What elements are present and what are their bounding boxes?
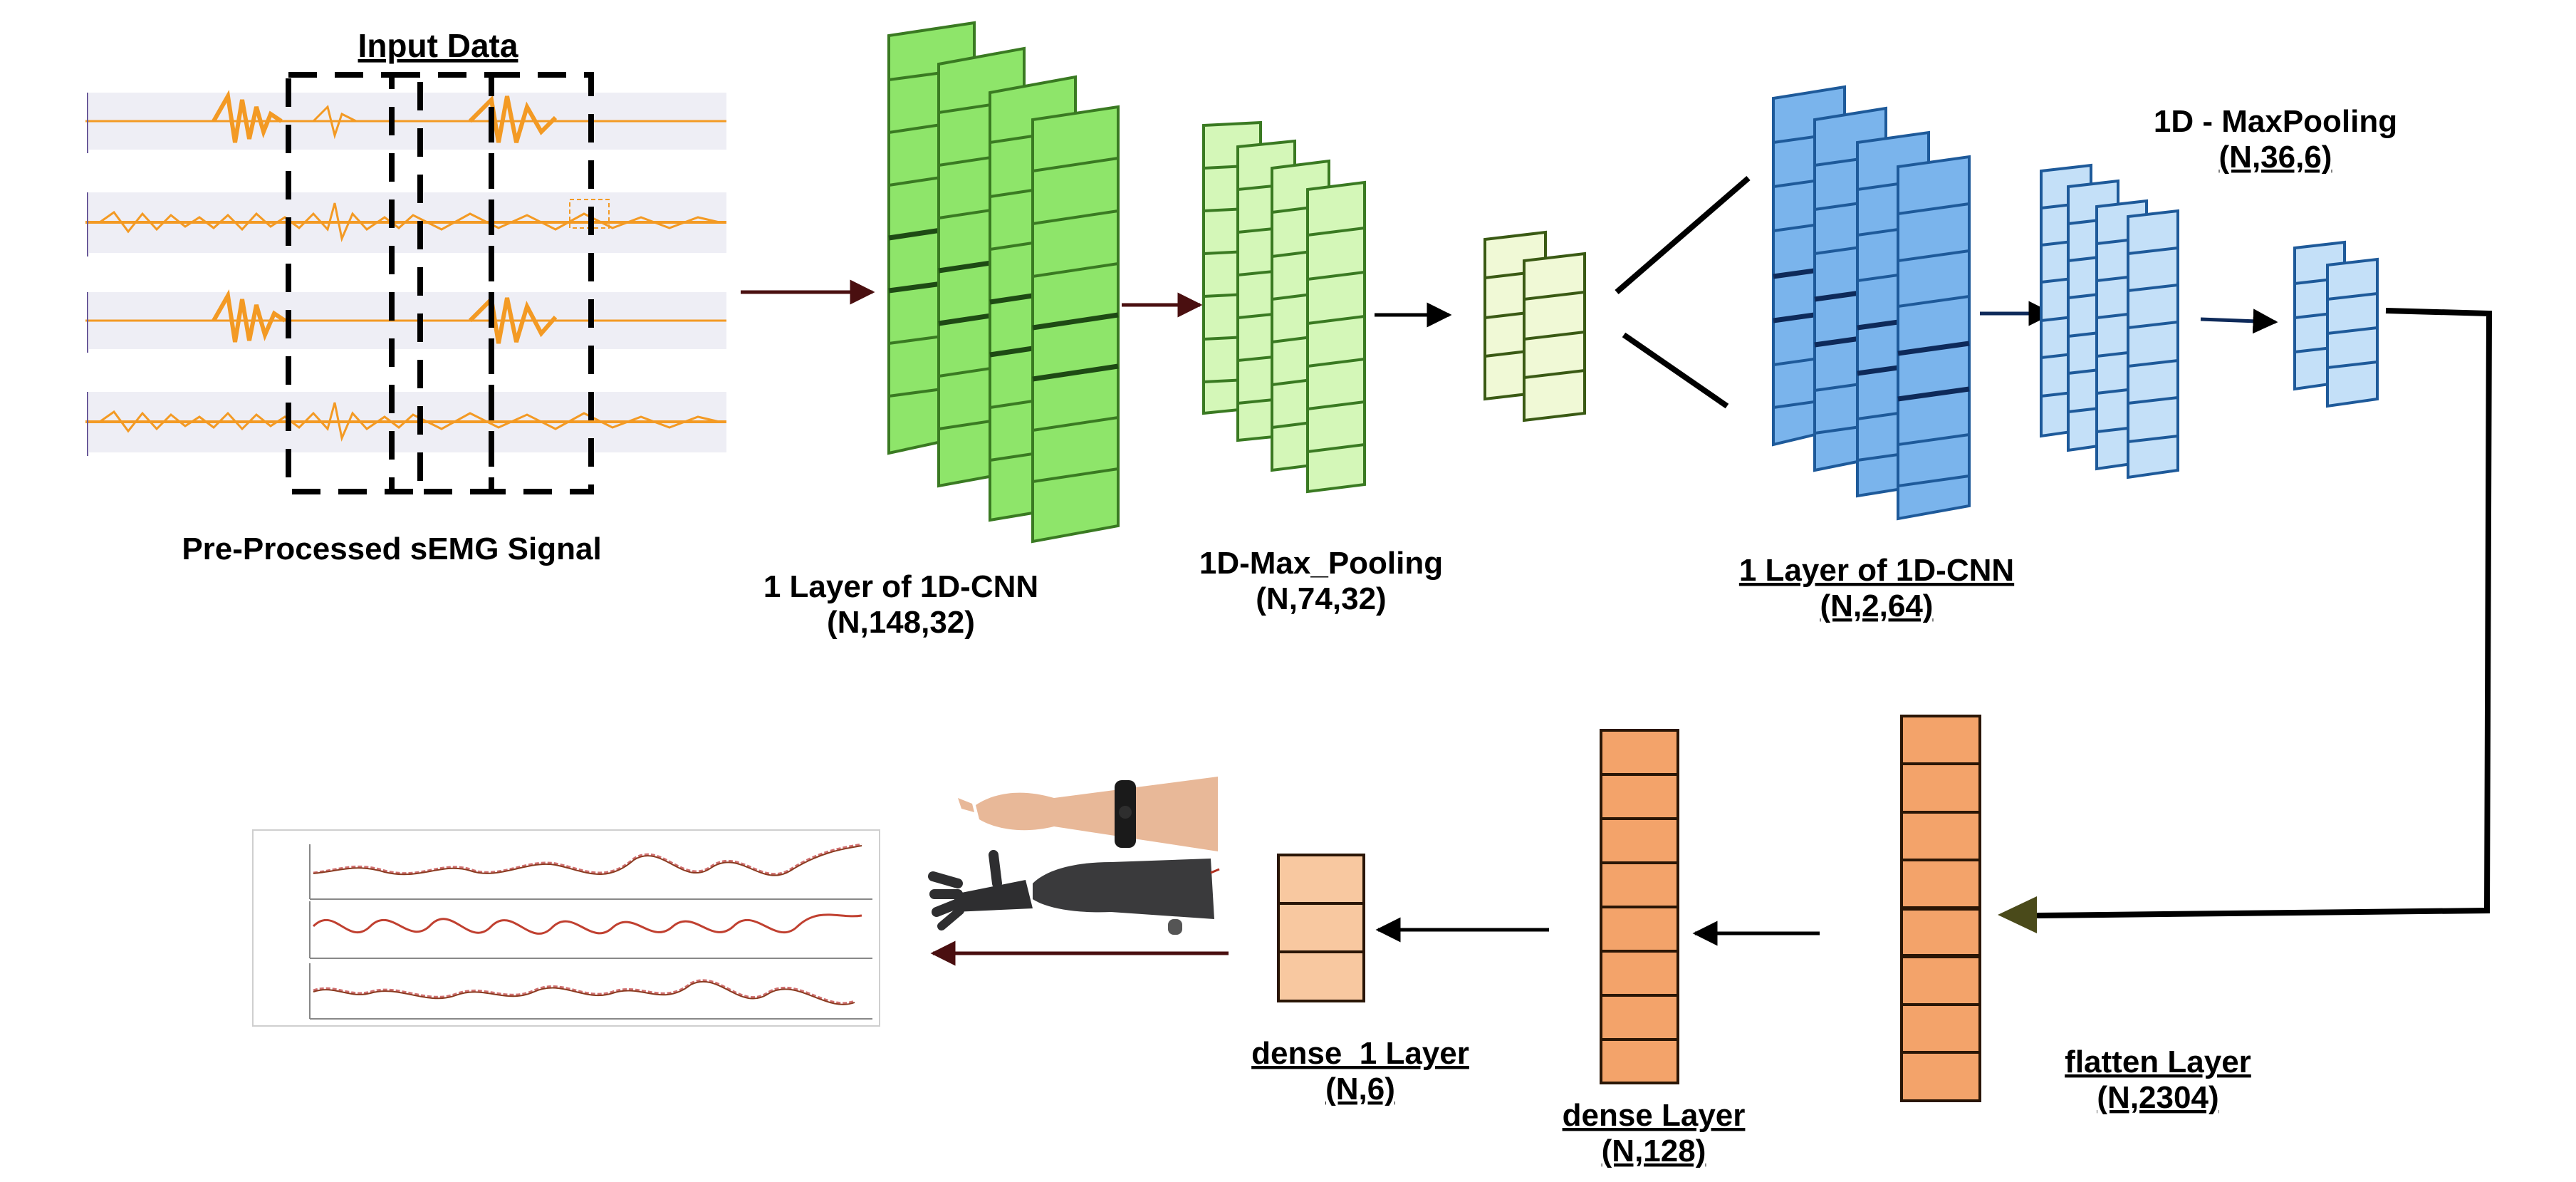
dense1-layer-bar [1277,854,1365,1002]
semg-signal-panel [85,72,726,494]
dense-shape: (N,128) [1602,1134,1706,1168]
branch-line-upper [1615,175,1751,295]
pool2-block-stack [2040,163,2179,479]
flatten-name: flatten Layer [2065,1044,2251,1079]
small-block-stack [1483,230,1586,422]
semg-channel-2 [85,192,726,256]
arrowhead-flatten [1998,896,2037,933]
maxpool-shape: (N,36,6) [2219,140,2332,175]
conv1-name: 1 Layer of 1D-CNN [763,569,1038,604]
input-caption: Pre-Processed sEMG Signal [182,532,601,566]
prosthetic-hand-image [928,762,1220,939]
branch-line-lower [1622,332,1729,409]
arrow-pool2-to-maxpool [2200,309,2278,334]
conv2-shape: (N,2,64) [1820,589,1934,623]
window-box-3 [489,72,594,494]
input-data-title: Input Data [358,27,518,64]
conv2-block-stack [1772,85,1971,521]
conv2-name: 1 Layer of 1D-CNN [1739,553,2014,588]
output-prediction-plots [252,829,880,1027]
pool1-block-stack [1202,120,1366,494]
dense-layer-bar [1600,729,1679,1084]
semg-channel-1 [85,90,726,153]
window-box-1 [286,72,423,494]
maxpool-block-stack [2293,240,2379,408]
semg-channel-3 [85,289,726,353]
output-plot-1 [309,843,872,900]
maxpool-name: 1D - MaxPooling [2154,104,2397,139]
dense1-name: dense_1 Layer [1251,1036,1469,1071]
connector-maxpool-to-flatten [2036,308,2493,918]
conv1-shape: (N,148,32) [827,605,975,640]
pool1-shape: (N,74,32) [1256,581,1386,616]
flatten-shape: (N,2304) [2097,1080,2218,1115]
window-box-2 [389,72,494,494]
semg-channel-4 [85,392,726,456]
conv1-block-stack [887,21,1120,544]
pool1-name: 1D-Max_Pooling [1199,546,1443,581]
output-plot-3 [309,963,872,1020]
flatten-layer-bar [1900,715,1981,1102]
dense1-shape: (N,6) [1325,1072,1395,1106]
dense-name: dense Layer [1563,1098,1746,1133]
output-plot-2 [309,901,872,959]
